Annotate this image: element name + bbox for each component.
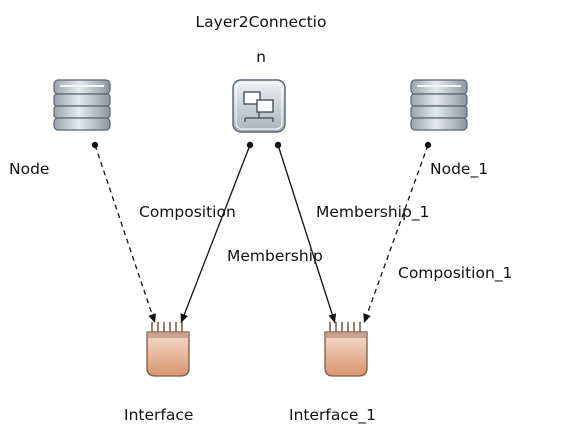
edge-node-to-interface[interactable] <box>91 141 156 324</box>
edge-node-1-to-interface-1[interactable] <box>363 141 432 324</box>
interface-card-icon <box>146 322 190 377</box>
node-interface-1[interactable]: Interface_1 <box>289 322 376 425</box>
layer2-connection-icon <box>232 79 286 133</box>
interface-1-label: Interface_1 <box>289 406 376 425</box>
node-node-1[interactable]: Node_1 <box>410 79 488 179</box>
edges <box>91 141 432 324</box>
edge-layer2-to-interface-1[interactable] <box>274 141 337 324</box>
layer2-label-line1: Layer2Connectio <box>196 13 327 31</box>
node-layer2-connection[interactable]: Layer2Connectio n <box>196 13 327 133</box>
edge-layer2-to-interface[interactable] <box>180 141 254 324</box>
node-interface[interactable]: Interface <box>124 322 193 424</box>
edge-label-membership-1: Membership_1 <box>316 203 429 222</box>
layer2-label-line2: n <box>256 48 266 66</box>
server-stack-icon <box>53 79 111 131</box>
edge-label-membership: Membership <box>227 247 323 265</box>
edge-label-composition-1: Composition_1 <box>398 264 512 283</box>
interface-card-icon <box>324 322 368 377</box>
edge-label-composition: Composition <box>139 203 236 221</box>
server-stack-icon <box>410 79 468 131</box>
node-1-label: Node_1 <box>430 160 488 179</box>
node-node[interactable]: Node <box>9 79 111 178</box>
edge-labels: Composition Membership_1 Membership Comp… <box>139 203 512 283</box>
node-label: Node <box>9 160 49 178</box>
interface-label: Interface <box>124 406 193 424</box>
